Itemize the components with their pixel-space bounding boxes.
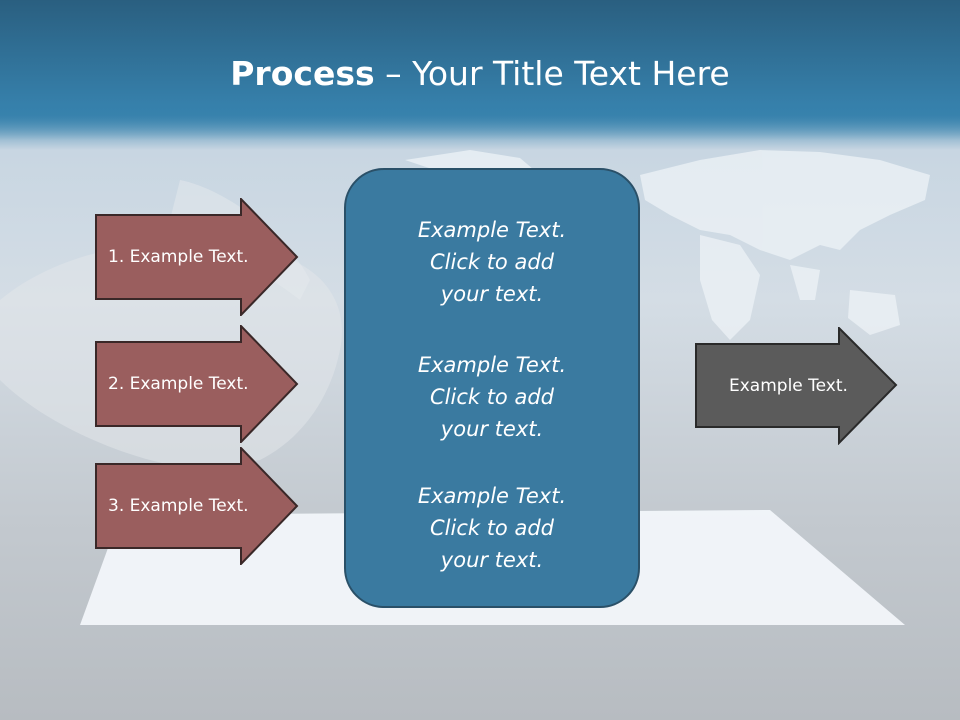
- center-paragraph-3: Example Text. Click to add your text.: [346, 480, 638, 576]
- header-band: [0, 0, 960, 140]
- center-paragraph-1-line-2: Click to add: [429, 250, 554, 274]
- left-arrow-1-label: 1. Example Text.: [108, 247, 249, 267]
- center-paragraph-1-line-1: Example Text.: [417, 218, 567, 242]
- center-paragraph-2-line-1: Example Text.: [417, 353, 567, 377]
- title-bold: Process: [230, 54, 375, 93]
- left-arrow-1[interactable]: 1. Example Text.: [95, 198, 300, 316]
- title-rest: – Your Title Text Here: [374, 54, 730, 93]
- world-map-shape: [405, 150, 930, 340]
- center-paragraph-2: Example Text. Click to add your text.: [346, 349, 638, 445]
- left-arrow-3-label: 3. Example Text.: [108, 496, 249, 516]
- center-paragraph-2-line-3: your text.: [440, 417, 544, 441]
- center-paragraph-3-line-2: Click to add: [429, 516, 554, 540]
- center-paragraph-1: Example Text. Click to add your text.: [346, 214, 638, 310]
- center-paragraph-2-line-2: Click to add: [429, 385, 554, 409]
- center-text-box[interactable]: Example Text. Click to add your text. Ex…: [344, 168, 640, 608]
- slide-title: Process – Your Title Text Here: [0, 52, 960, 96]
- left-arrow-2[interactable]: 2. Example Text.: [95, 325, 300, 443]
- center-paragraph-3-line-3: your text.: [440, 548, 544, 572]
- left-arrow-3[interactable]: 3. Example Text.: [95, 447, 300, 565]
- left-arrow-2-label: 2. Example Text.: [108, 374, 249, 394]
- right-arrow[interactable]: Example Text.: [695, 327, 900, 445]
- center-paragraph-1-line-3: your text.: [440, 282, 544, 306]
- right-arrow-label: Example Text.: [729, 376, 848, 396]
- center-paragraph-3-line-1: Example Text.: [417, 484, 567, 508]
